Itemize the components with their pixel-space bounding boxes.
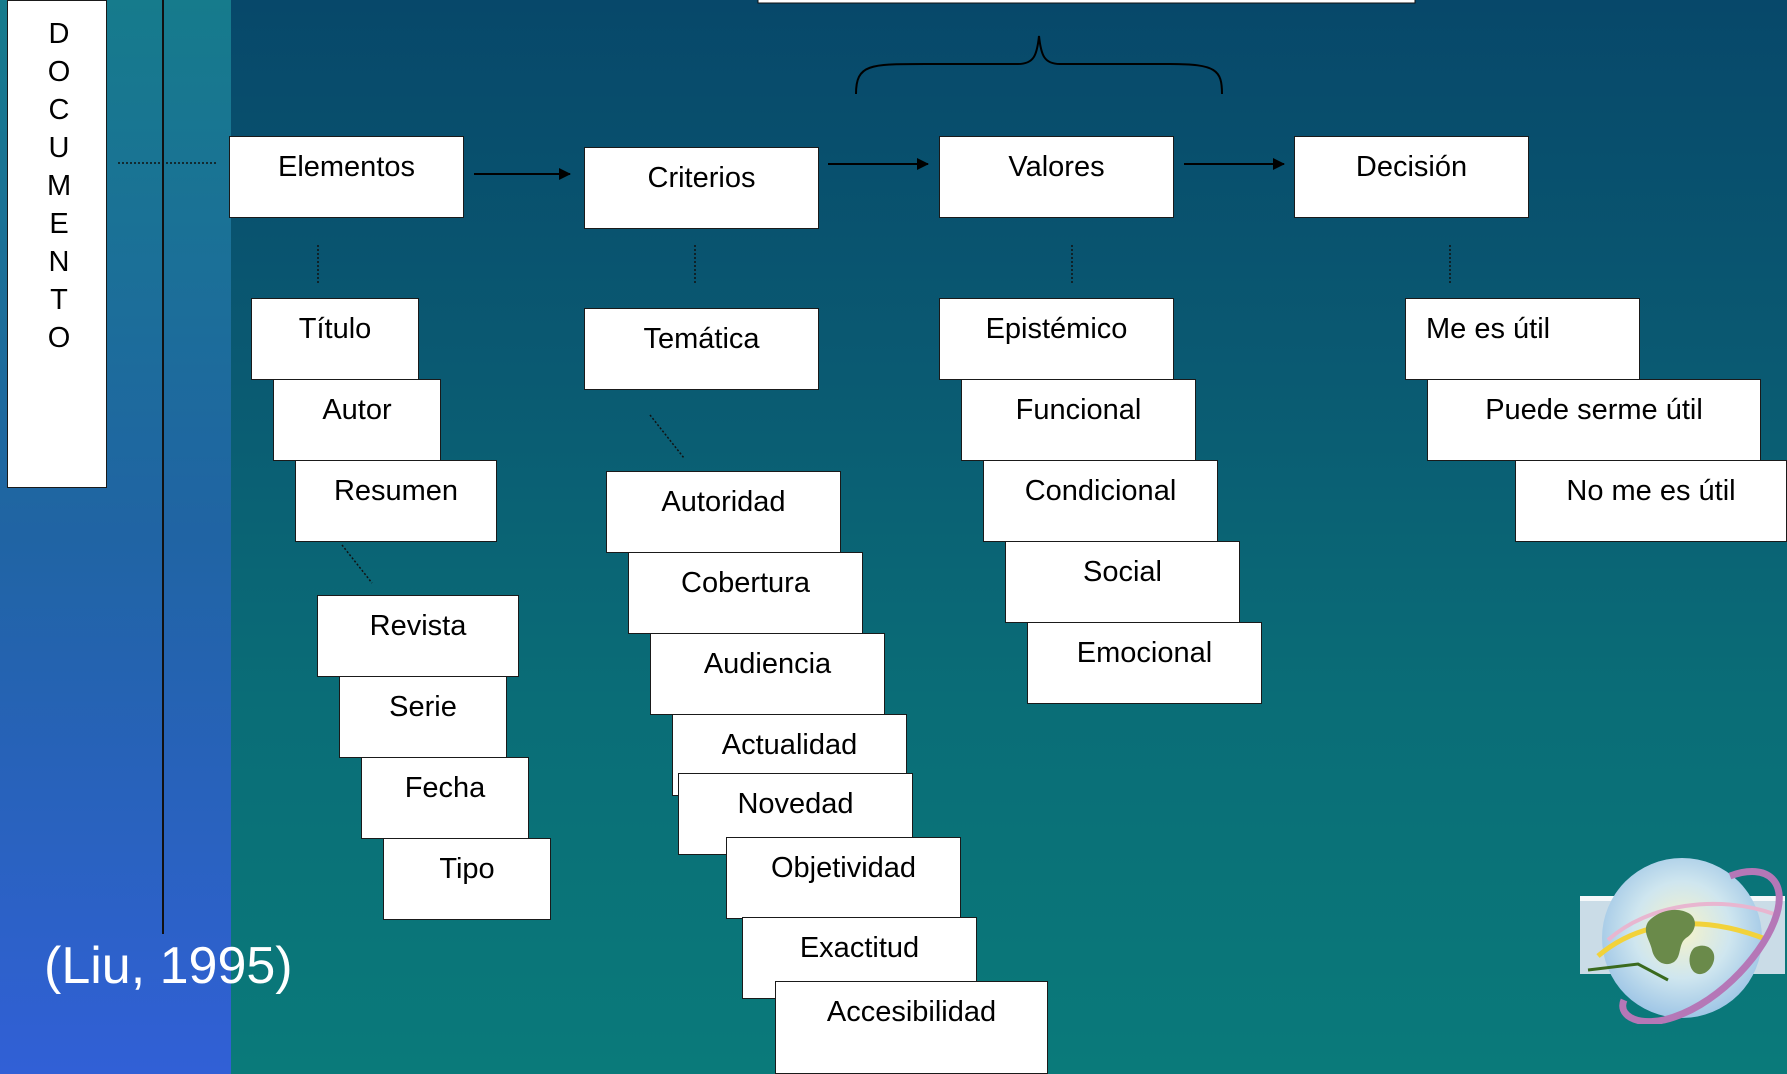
citation-text: (Liu, 1995) [44, 937, 293, 995]
resumen-item-serie: Serie [339, 676, 507, 758]
flow-box-valores: Valores [939, 136, 1174, 218]
documento-letter: O [47, 322, 71, 354]
documento-letter: N [48, 246, 70, 278]
resumen-item-fecha: Fecha [361, 757, 529, 839]
documento-letter: C [48, 94, 70, 126]
valores-item-condicional: Condicional [983, 460, 1218, 542]
elementos-item-resumen: Resumen [295, 460, 497, 542]
documento-letter: U [48, 132, 70, 164]
tematica-item-accesibilidad: Accesibilidad [775, 981, 1048, 1074]
tematica-item-objetividad: Objetividad [726, 837, 961, 919]
resumen-item-revista: Revista [317, 595, 519, 677]
top-header-box [757, 0, 1416, 4]
valores-item-funcional: Funcional [961, 379, 1196, 461]
flow-box-elementos: Elementos [229, 136, 464, 218]
flow-box-decision: Decisión [1294, 136, 1529, 218]
brace-connector [855, 35, 1223, 95]
decision-item-no-me-es-util: No me es útil [1515, 460, 1787, 542]
criterios-item-tematica: Temática [584, 308, 819, 390]
elementos-item-titulo: Título [251, 298, 419, 380]
tematica-item-audiencia: Audiencia [650, 633, 885, 715]
globe-logo-icon [1580, 858, 1785, 1024]
valores-item-emocional: Emocional [1027, 622, 1262, 704]
elementos-item-autor: Autor [273, 379, 441, 461]
documento-letter: E [49, 208, 69, 240]
documento-letter: T [50, 284, 68, 316]
documento-box: D O C U M E N T O [7, 0, 107, 488]
tematica-item-autoridad: Autoridad [606, 471, 841, 553]
documento-letter: M [47, 170, 72, 202]
decision-item-puede-serme-util: Puede serme útil [1427, 379, 1761, 461]
valores-item-social: Social [1005, 541, 1240, 623]
flow-box-criterios: Criterios [584, 147, 819, 229]
valores-item-epistemico: Epistémico [939, 298, 1174, 380]
documento-letter: O [47, 56, 71, 88]
tematica-item-cobertura: Cobertura [628, 552, 863, 634]
resumen-item-tipo: Tipo [383, 838, 551, 920]
vertical-divider-line [162, 0, 164, 934]
documento-letter: D [48, 18, 70, 50]
decision-item-me-es-util: Me es útil [1405, 298, 1640, 380]
